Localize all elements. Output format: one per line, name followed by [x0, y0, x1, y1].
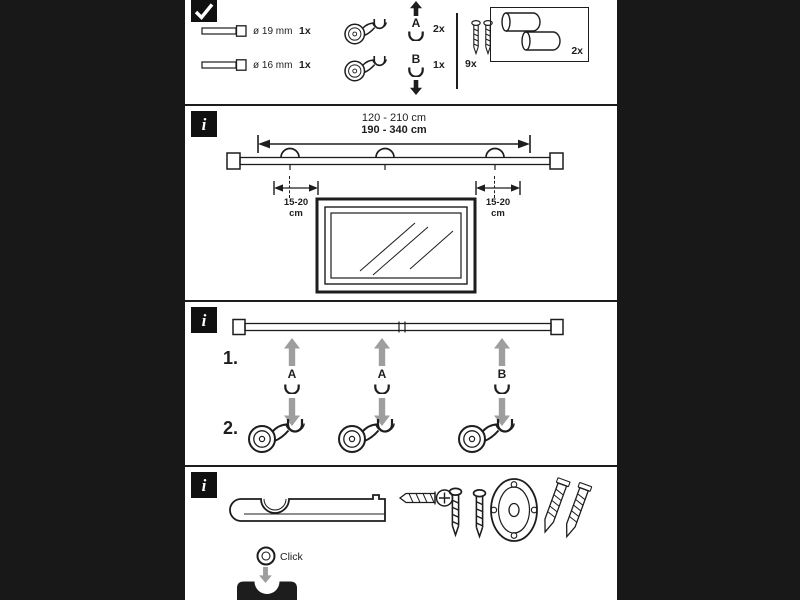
position-label: B — [497, 367, 507, 381]
section-divider — [185, 465, 617, 467]
endcaps-box: 2x — [490, 7, 589, 62]
long-screws-drawing — [448, 487, 487, 538]
info-icon: i — [191, 472, 217, 498]
click-label: Click — [280, 551, 303, 563]
range-large-label: 190 - 340 cm — [361, 124, 427, 136]
endcaps-qty: 2x — [571, 45, 583, 58]
bracket-profile-icon — [408, 31, 424, 41]
rod-qty: 1x — [299, 59, 311, 71]
bracket-b-drawing — [343, 50, 389, 83]
arrow-up-icon — [410, 1, 422, 16]
bracket-b-qty: 1x — [433, 59, 445, 71]
rod-ring-drawing — [256, 546, 276, 566]
rod-19mm-drawing — [201, 25, 247, 37]
rod-drawing — [232, 318, 564, 336]
window-drawing — [315, 197, 477, 294]
wall-bracket-drawing — [337, 411, 397, 455]
rod-diameter-label: ø 19 mm — [253, 26, 293, 37]
section-divider — [185, 104, 617, 106]
screws-qty: 9x — [465, 58, 477, 70]
position-label: A — [377, 367, 387, 381]
step-two-label: 2. — [223, 418, 239, 438]
check-icon — [191, 0, 217, 22]
rod-qty: 1x — [299, 25, 311, 37]
bracket-socket-drawing — [237, 581, 297, 600]
wall-bracket-drawing — [247, 411, 307, 455]
section-divider — [185, 300, 617, 302]
arrow-up-icon — [284, 338, 300, 366]
arrow-down-icon — [410, 80, 422, 95]
bracket-a-drawing — [343, 13, 389, 46]
offset-dimension-right — [475, 181, 521, 195]
offset-dimension-left — [273, 181, 319, 195]
guide-line — [289, 176, 290, 198]
bracket-a-label: A — [411, 16, 421, 30]
bracket-profile-icon — [494, 384, 510, 394]
bracket-profile-icon — [284, 384, 300, 394]
rod-diameter-label: ø 16 mm — [253, 60, 293, 71]
wall-bracket-drawing — [457, 411, 517, 455]
arrow-up-icon — [374, 338, 390, 366]
wall-plate-drawing — [490, 478, 538, 542]
step-one-label: 1. — [223, 348, 239, 368]
wall-anchors-drawing — [538, 476, 593, 540]
bracket-b-label: B — [411, 52, 421, 66]
parts-divider — [456, 13, 458, 89]
offset-label-left: 15-20 cm — [283, 197, 309, 220]
instruction-sheet: ø 19 mm 1x A 2x ø 16 mm 1x B 1x 9x — [185, 0, 617, 600]
arrow-up-icon — [494, 338, 510, 366]
rod-16mm-drawing — [201, 59, 247, 71]
span-dimension-arrow — [257, 135, 531, 153]
range-small-label: 120 - 210 cm — [361, 112, 427, 124]
bracket-body-drawing — [229, 494, 386, 522]
info-icon: i — [191, 111, 217, 137]
bracket-profile-icon — [374, 384, 390, 394]
guide-line — [494, 176, 495, 198]
bracket-profile-icon — [408, 67, 424, 77]
bracket-a-qty: 2x — [433, 23, 445, 35]
offset-label-right: 15-20 cm — [485, 197, 511, 220]
info-icon: i — [191, 307, 217, 333]
endcaps-drawing — [501, 12, 561, 51]
position-label: A — [287, 367, 297, 381]
rod-with-brackets-drawing — [226, 147, 564, 170]
screws-drawing — [464, 20, 488, 56]
